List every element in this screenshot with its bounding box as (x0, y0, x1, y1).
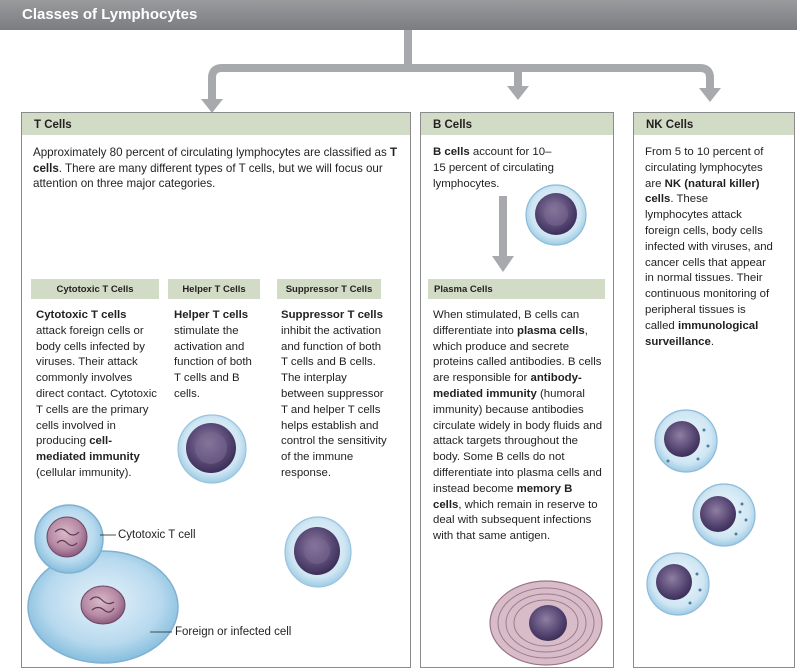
helper-t-cell (177, 414, 247, 484)
nk-cells-header: NK Cells (634, 113, 794, 135)
helper-header: Helper T Cells (168, 279, 260, 299)
foreign-cell (27, 550, 179, 664)
b-cells-header: B Cells (421, 113, 613, 135)
suppressor-header: Suppressor T Cells (277, 279, 381, 299)
b-cells-panel (420, 112, 614, 668)
nk-cell-1 (654, 409, 718, 473)
suppressor-t-cell (284, 516, 352, 588)
helper-text: Helper T cells stimulate the activation … (174, 309, 252, 400)
nk-cells-panel (633, 112, 795, 668)
diagram-title: Classes of Lymphocytes (0, 0, 797, 30)
suppressor-text: Suppressor T cells inhibit the activatio… (281, 309, 387, 479)
label-cytotoxic-cell: Cytotoxic T cell (118, 529, 196, 541)
arrowhead-b-cells (507, 86, 529, 100)
nk-cells-text: From 5 to 10 percent of circulating lymp… (645, 146, 773, 348)
b-cell (525, 184, 587, 246)
arrowhead-plasma (492, 256, 514, 272)
plasma-cell (489, 580, 603, 666)
arrowhead-nk-cells (699, 88, 721, 102)
b-cells-text: B cells account for 10–15 percent of cir… (433, 146, 554, 190)
plasma-cells-text: When stimulated, B cells can differentia… (433, 309, 603, 543)
cytotoxic-text: Cytotoxic T cells attack foreign cells o… (36, 309, 157, 479)
label-foreign-cell: Foreign or infected cell (175, 626, 292, 638)
cytotoxic-header: Cytotoxic T Cells (31, 279, 159, 299)
main-branch-line (208, 64, 714, 102)
nk-cell-2 (692, 483, 756, 547)
t-cells-header: T Cells (22, 113, 410, 135)
plasma-cells-header: Plasma Cells (428, 279, 605, 299)
cytotoxic-t-cell (34, 504, 104, 574)
arrowhead-t-cells (201, 99, 223, 113)
t-cells-intro: Approximately 80 percent of circulating … (33, 146, 398, 190)
nk-cell-3 (646, 552, 710, 616)
